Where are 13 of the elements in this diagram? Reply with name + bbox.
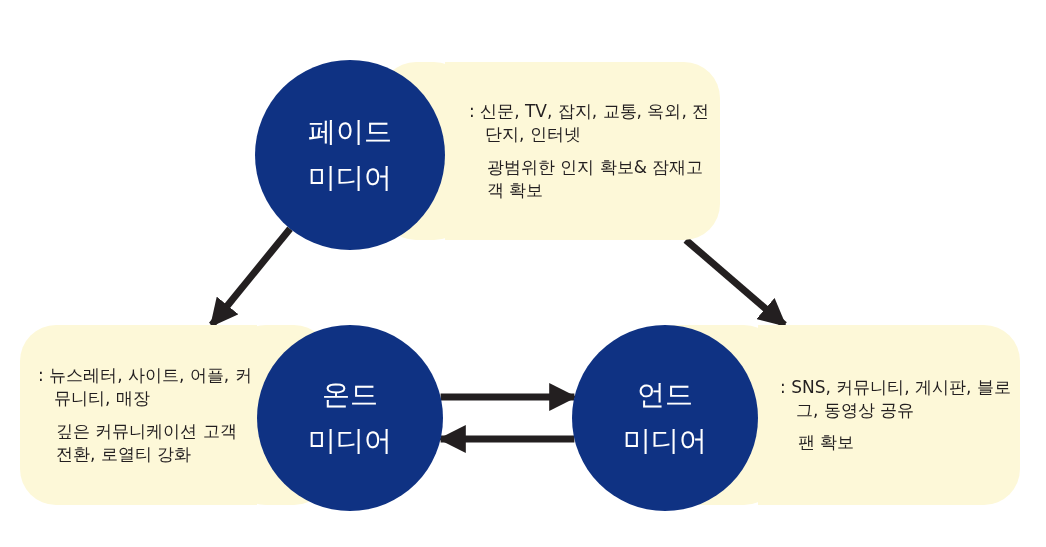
- goal-text: 깊은 커뮤니케이션 고객전환, 로열티 강화: [55, 420, 238, 466]
- channel-list: : 뉴스레터, 사이트, 어플, 커뮤니티, 매장: [38, 364, 253, 410]
- channel-list: : SNS, 커뮤니티, 게시판, 블로그, 동영상 공유: [780, 375, 1012, 422]
- description-card: [758, 325, 1020, 505]
- goal-text: 광범위한 인지 확보& 잠재고객 확보: [486, 156, 705, 202]
- media-name: 페이드 미디어: [307, 113, 393, 196]
- media-name: 언드 미디어: [622, 376, 708, 459]
- media-name: 온드 미디어: [307, 376, 393, 459]
- goal-text: 팬 확보: [797, 431, 856, 455]
- description-card: [20, 325, 257, 505]
- description-card: [445, 62, 720, 240]
- channel-list: : 신문, TV, 잡지, 교통, 옥외, 전단지, 인터넷: [469, 100, 712, 146]
- arrow: [209, 226, 293, 328]
